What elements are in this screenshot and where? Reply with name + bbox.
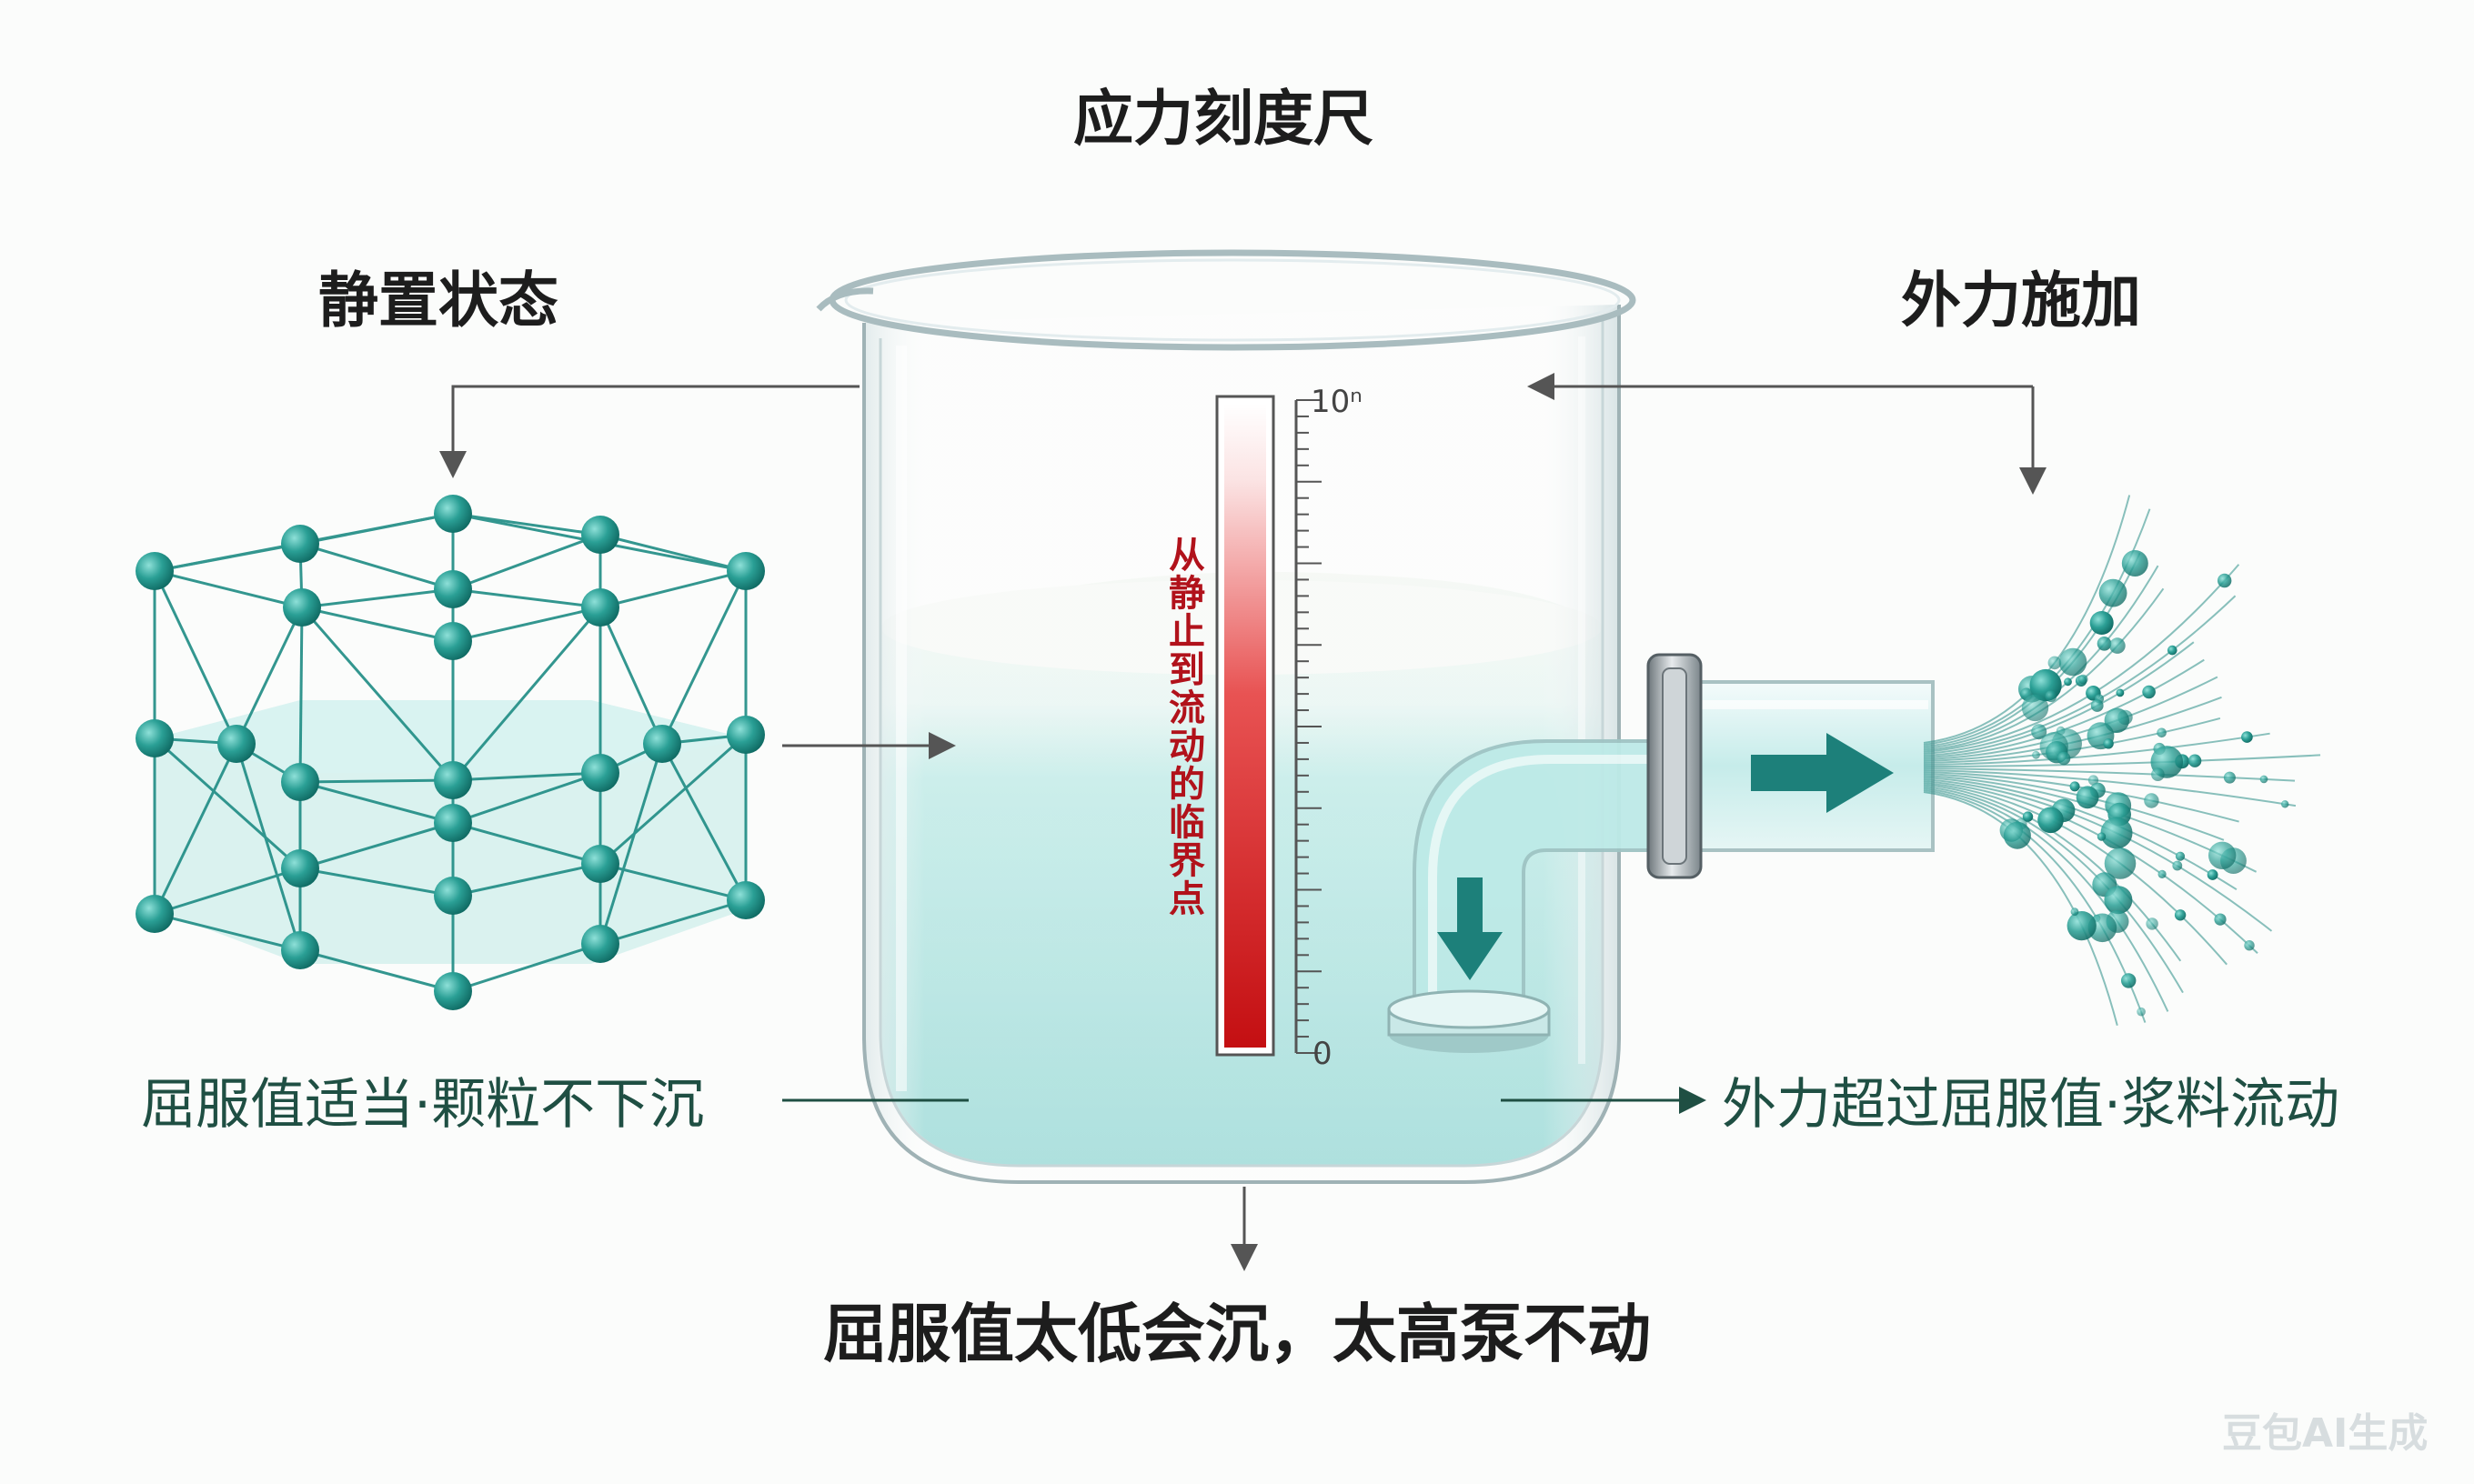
scale-max-label: 10ⁿ — [1311, 384, 1363, 420]
static-state-label: 静置状态 — [318, 266, 558, 336]
lattice-structure-icon — [136, 495, 765, 1010]
stress-gauge-icon — [1215, 395, 1322, 1057]
connector-arrows — [439, 373, 2047, 1271]
vertical-caption: 从静止到流动的临界点 — [1169, 535, 1205, 920]
down-arrow-icon — [1437, 877, 1503, 980]
elbow-pipe-icon — [1387, 653, 1935, 1053]
right-arrow-icon — [1751, 733, 1894, 813]
right-caption: 外力超过屈服值·浆料流动 — [1722, 1073, 2340, 1137]
external-force-label: 外力施加 — [1901, 266, 2141, 336]
bottom-caption: 屈服值太低会沉，太高泵不动 — [823, 1297, 1651, 1371]
ruler-title: 应力刻度尺 — [1073, 84, 1373, 154]
particle-spray-icon — [1923, 495, 2321, 1026]
left-caption: 屈服值适当·颗粒不下沉 — [141, 1073, 705, 1137]
watermark: 豆包AI生成 — [2222, 1410, 2429, 1457]
scale-min-label: 0 — [1312, 1036, 1333, 1072]
